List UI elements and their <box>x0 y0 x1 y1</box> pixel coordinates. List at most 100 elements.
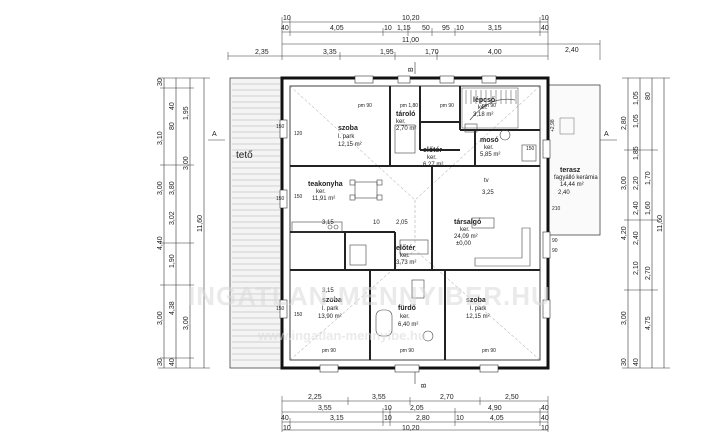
section-b-top: B <box>408 67 415 72</box>
windows <box>279 75 551 373</box>
dim-right-total: 11,60 <box>657 215 664 232</box>
inner-dim-4: 3,15 <box>322 288 334 294</box>
dim-right-c2-5: 2,40 <box>633 231 640 245</box>
dim-right-c1-1: 3,00 <box>621 176 628 190</box>
right-dimension-lines <box>622 77 670 369</box>
room-eloter-2: előtér ker. 3,73 m² <box>396 245 416 266</box>
section-a-right: A <box>604 131 609 138</box>
tv-label: tv <box>484 178 489 184</box>
dim-bottom-r2-1: 10 <box>384 405 392 412</box>
room-floor: ker. <box>478 105 488 111</box>
dim-bottom-r3-4: 10 <box>456 415 464 422</box>
dim-bottom-r1-3: 2,50 <box>505 394 519 401</box>
room-name: szoba <box>322 297 342 304</box>
section-b-bottom: B <box>421 383 428 388</box>
room-name: előtér <box>423 147 442 154</box>
room-area: 2,70 m² <box>396 126 416 132</box>
terrace-level: +2,98 <box>550 119 556 132</box>
door-mark-5: pm 90 <box>400 348 414 354</box>
dim-top-r2-2: 10 <box>384 25 392 32</box>
roof-strip: tető <box>229 77 283 369</box>
room-level: ±0,00 <box>456 241 472 247</box>
dim-bottom-r1-0: 2,25 <box>308 394 322 401</box>
dim-top-r2-7: 3,15 <box>488 25 502 32</box>
room-teakonyha: teakonyha ker. 11,91 m² <box>308 181 343 202</box>
dim-top-r1-2: 10 <box>541 15 549 22</box>
dim-left-c3-1: 3,00 <box>183 156 190 170</box>
dim-bottom-r2-3: 4,90 <box>488 405 502 412</box>
dim-right-c2-1: 1,05 <box>633 114 640 128</box>
dim-right-c2-2: 1,85 <box>633 146 640 160</box>
bottom-dimension-texts: 2,25 3,55 2,70 2,50 3,55 10 2,05 4,90 40… <box>281 394 549 432</box>
wall-num-9: 90 <box>552 248 558 254</box>
dim-bottom-r4-1: 10,20 <box>402 425 420 432</box>
dim-top-r2-8: 40 <box>541 25 549 32</box>
dim-right-c2-4: 2,40 <box>633 201 640 215</box>
dim-bottom-r1-1: 3,55 <box>372 394 386 401</box>
dim-right-c3-2: 1,60 <box>645 201 652 215</box>
dim-left-c2-3: 3,02 <box>169 211 176 225</box>
dim-top-r4-0: 2,35 <box>255 49 269 56</box>
dim-left-c1-1: 3,10 <box>157 131 164 145</box>
dim-left-c1-3: 4,40 <box>157 236 164 250</box>
dim-bottom-r3-0: 40 <box>281 415 289 422</box>
dim-bottom-r1-2: 2,70 <box>440 394 454 401</box>
wall-num-2: 150 <box>276 306 285 312</box>
dim-right-c2-0: 1,05 <box>633 91 640 105</box>
room-floor: l. park <box>322 306 339 312</box>
dim-right-c3-3: 2,70 <box>645 266 652 280</box>
dim-top-r4-2: 1,95 <box>380 49 394 56</box>
room-tarolo: tároló ker. 2,70 m² <box>396 111 416 132</box>
inner-dim-2: 2,05 <box>396 220 408 226</box>
room-szoba-1: szoba l. park 12,15 m² <box>338 125 362 148</box>
door-mark-6: pm 90 <box>482 348 496 354</box>
room-area: 6,27 m² <box>423 162 443 168</box>
roof-label: tető <box>236 150 253 161</box>
room-name: társalgó <box>454 219 481 226</box>
dim-left-c2-2: 3,80 <box>169 181 176 195</box>
dim-right-c2-7: 40 <box>633 358 640 366</box>
interior-walls <box>290 86 540 360</box>
dim-right-c1-0: 2,80 <box>621 116 628 130</box>
watermark: INGATLAN-MENNYIBER.HU www.ingatlan-menny… <box>188 281 551 343</box>
terrace-area: +2,98 <box>547 84 601 236</box>
right-dimension-texts: 2,80 3,00 4,20 3,00 30 1,05 1,05 1,85 2,… <box>621 91 664 366</box>
room-name: mosó <box>480 137 499 144</box>
dim-right-c3-0: 80 <box>645 92 652 100</box>
room-furdo: fürdő ker. 6,40 m² <box>398 305 418 328</box>
wall-num-5: 150 <box>294 312 303 318</box>
left-dimension-lines <box>158 77 210 369</box>
watermark-main: INGATLAN-MENNYIBER.HU <box>188 281 551 311</box>
dim-top-r3-0: 11,00 <box>402 37 419 44</box>
dim-left-c1-2: 3,00 <box>157 181 164 195</box>
dim-left-c1-0: 30 <box>157 78 164 86</box>
room-tarsalgo: társalgó ker. 24,09 m² ±0,00 <box>454 219 481 247</box>
fixtures <box>291 123 537 342</box>
dim-top-r4-4: 4,00 <box>488 49 502 56</box>
dim-left-c2-4: 1,90 <box>169 254 176 268</box>
dim-left-c1-4: 3,00 <box>157 311 164 325</box>
dim-bottom-r2-4: 40 <box>541 405 549 412</box>
dim-right-c1-4: 30 <box>621 358 628 366</box>
dim-top-r2-1: 4,05 <box>330 25 344 32</box>
room-area: 3,18 m² <box>473 112 493 118</box>
dim-right-c3-1: 1,70 <box>645 171 652 185</box>
door-mark-1: pm 1,80 <box>400 103 418 109</box>
room-floor: l. park <box>470 306 487 312</box>
room-szoba-2: szoba l. park 13,90 m² <box>318 297 342 320</box>
room-floor: fagyálló kerámia <box>554 175 598 181</box>
dim-left-c2-6: 40 <box>169 358 176 366</box>
inner-dim-0: 3,15 <box>322 220 334 226</box>
dim-right-c2-3: 2,20 <box>633 176 640 190</box>
section-a-left: A <box>212 131 217 138</box>
room-floor: ker. <box>484 145 494 151</box>
inner-dim-1: 10 <box>373 220 380 226</box>
room-area: 12,15 m² <box>466 314 490 320</box>
dim-top-r2-6: 10 <box>456 25 464 32</box>
room-name: tároló <box>396 111 415 118</box>
dim-top-r1-0: 10 <box>283 15 291 22</box>
dim-top-r3-1: 2,40 <box>565 47 579 54</box>
wall-num-8: 210 <box>552 206 561 212</box>
door-mark-2: pm 90 <box>440 103 454 109</box>
